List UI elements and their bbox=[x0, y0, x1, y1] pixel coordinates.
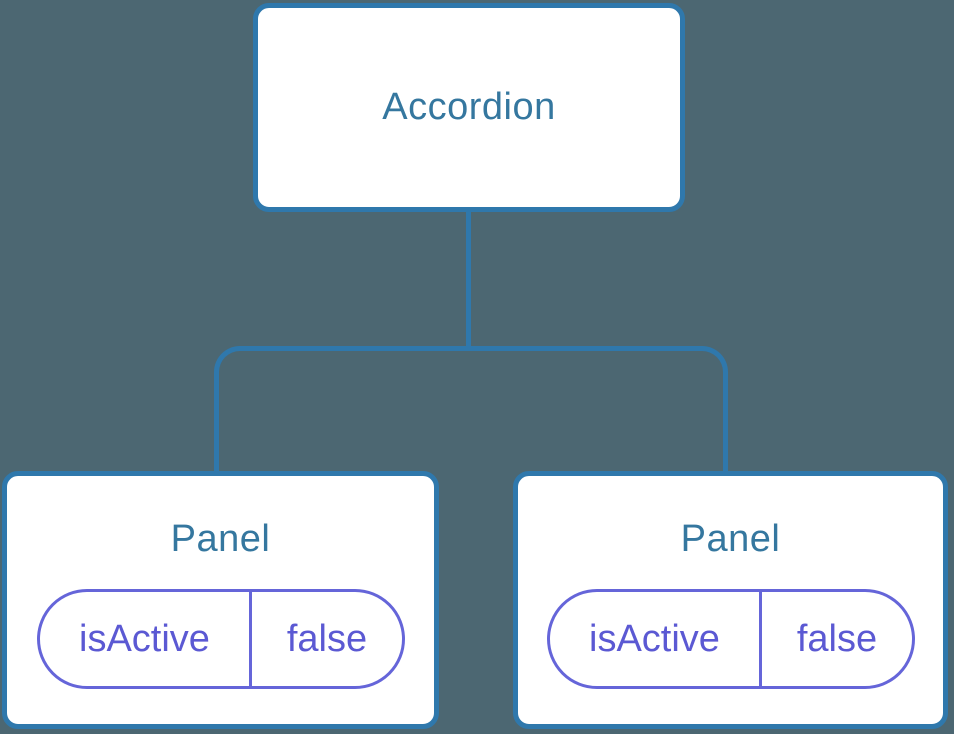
state-value: false bbox=[249, 592, 401, 686]
state-pill: isActive false bbox=[36, 589, 405, 689]
accordion-node: Accordion bbox=[253, 3, 685, 212]
connector-bracket bbox=[214, 346, 728, 471]
panel-node-label: Panel bbox=[170, 518, 271, 560]
panel-node-right: Panel isActive false bbox=[513, 471, 948, 729]
state-key: isActive bbox=[79, 617, 210, 660]
state-key: isActive bbox=[589, 617, 720, 660]
panel-node-label: Panel bbox=[680, 518, 781, 560]
panel-node-left: Panel isActive false bbox=[2, 471, 439, 729]
connector-stem bbox=[466, 212, 471, 350]
accordion-node-label: Accordion bbox=[382, 86, 556, 128]
state-value: false bbox=[759, 592, 911, 686]
state-pill: isActive false bbox=[546, 589, 915, 689]
